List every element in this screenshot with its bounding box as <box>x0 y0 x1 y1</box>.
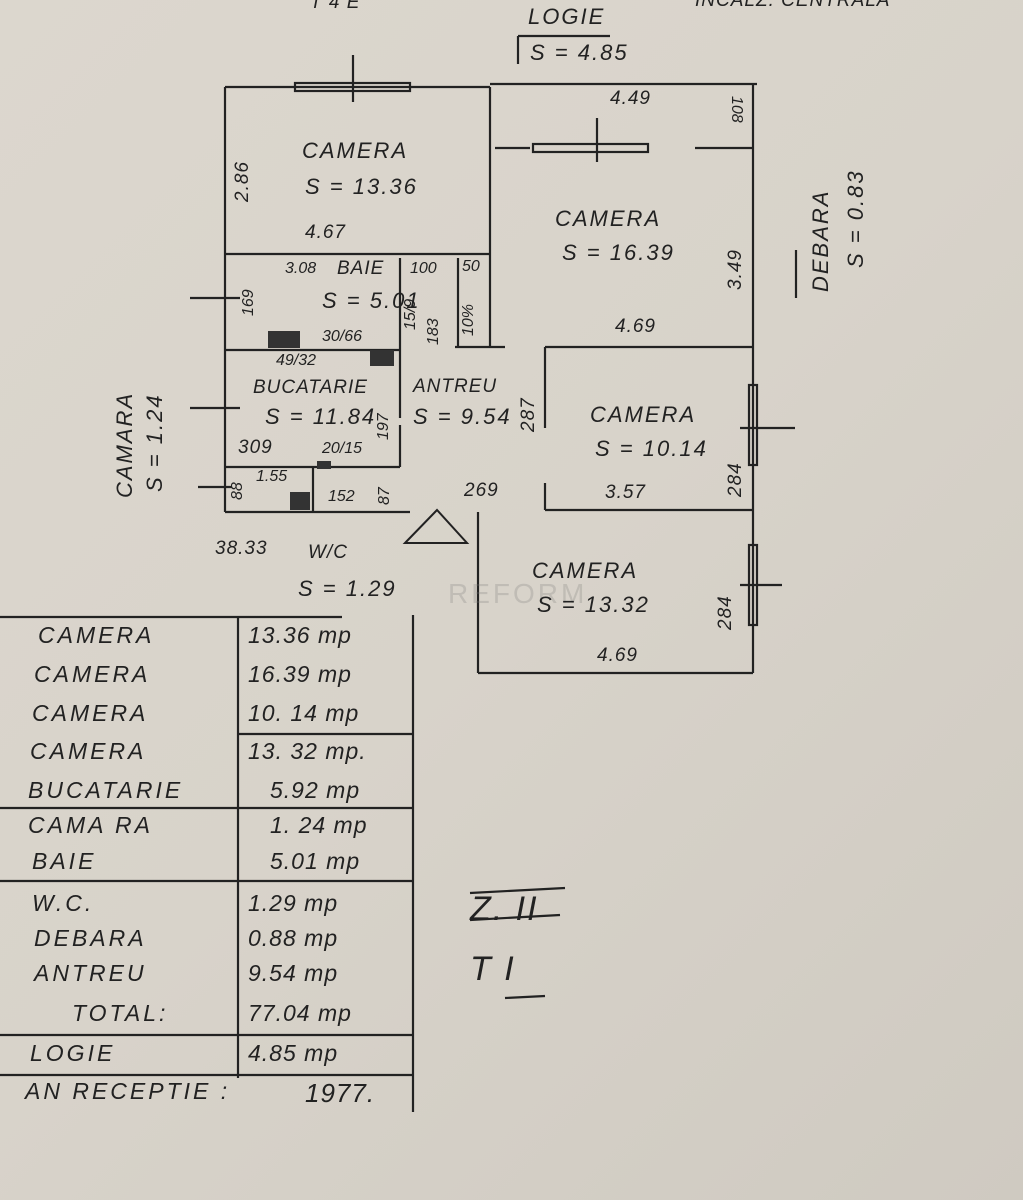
baie-dim-100: 100 <box>410 260 437 277</box>
table-row-name: CAMERA <box>34 661 151 687</box>
table-row-name: TOTAL: <box>72 1000 169 1026</box>
table-row-value: 13. 32 mp. <box>248 738 367 764</box>
table-row-value: 77.04 mp <box>248 1000 352 1026</box>
table-row-value: 10. 14 mp <box>248 700 360 726</box>
baie-dim-183: 183 <box>425 318 442 345</box>
bucatarie-area: S = 11.84 <box>265 404 377 429</box>
camera2-dim-width: 4.69 <box>615 316 656 337</box>
table-row-name: W.C. <box>32 890 95 916</box>
table-row-value: 5.01 mp <box>270 848 361 874</box>
camara-dim-88: 88 <box>229 482 246 500</box>
camera4-dim-height: 284 <box>715 595 736 630</box>
camara-dim-155: 1.55 <box>256 468 288 485</box>
baie-name: BAIE <box>337 258 385 279</box>
table-row-name: BAIE <box>32 848 97 874</box>
debara-area: S = 0.83 <box>843 169 868 268</box>
baie-slope: 10% <box>460 303 477 336</box>
camera4-name: CAMERA <box>532 558 639 583</box>
reception-year-value: 1977. <box>305 1078 376 1108</box>
table-row-name: CAMA RA <box>28 812 153 838</box>
table-row-value: 5.92 mp <box>270 777 361 803</box>
table-row-value: 16.39 mp <box>248 661 352 687</box>
wc-dim-87: 87 <box>376 487 393 505</box>
bucatarie-dim-20-15: 20/15 <box>322 440 363 457</box>
bucatarie-name: BUCATARIE <box>253 377 368 398</box>
baie-dim-308: 3.08 <box>285 260 317 277</box>
camera2-dim-height: 3.49 <box>725 249 746 290</box>
camera1-area: S = 13.36 <box>305 174 418 199</box>
camera4-dim-width: 4.69 <box>597 645 638 666</box>
camera3-area: S = 10.14 <box>595 436 708 461</box>
table-row-name: BUCATARIE <box>28 777 184 803</box>
table-row-name: DEBARA <box>34 925 147 951</box>
camara-name: CAMARA <box>112 391 137 498</box>
header-left-text: Т 4 Е <box>310 0 361 13</box>
camera1-dim-width: 4.67 <box>305 222 346 243</box>
baie-dim-169: 169 <box>240 289 257 316</box>
table-row-name: CAMERA <box>32 700 149 726</box>
camera3-dim-width: 3.57 <box>605 482 646 503</box>
bucatarie-dim-197: 197 <box>375 413 392 440</box>
table-row-value: 13.36 mp <box>248 622 352 648</box>
camera1-name: CAMERA <box>302 138 409 163</box>
table-row-name: LOGIE <box>30 1040 116 1066</box>
camera2-dim-108: 108 <box>728 96 745 123</box>
bucatarie-dim-309: 309 <box>238 437 273 458</box>
table-row-value: 4.85 mp <box>248 1040 339 1066</box>
table-row-name: ANTREU <box>34 960 147 986</box>
wc-area: S = 1.29 <box>298 576 397 601</box>
reception-year-label: AN RECEPTIE : <box>25 1078 231 1104</box>
antreu-name: ANTREU <box>413 376 498 397</box>
debara-name: DEBARA <box>808 189 833 292</box>
table-row-name: CAMERA <box>30 738 147 764</box>
camera1-dim-height: 2.86 <box>232 161 253 202</box>
table-row-value: 9.54 mp <box>248 960 339 986</box>
baie-area: S = 5.01 <box>322 288 421 313</box>
watermark-logo: REFORM <box>448 578 588 609</box>
table-row-value: 1.29 mp <box>248 890 339 916</box>
header-right-text: INCALZ. CENTRALA <box>695 0 891 11</box>
type-mark: T I <box>470 950 516 988</box>
logie-area: S = 4.85 <box>530 40 629 65</box>
antreu-dim-287: 287 <box>518 397 539 432</box>
camera4-area: S = 13.32 <box>537 592 650 617</box>
table-row-value: 0.88 mp <box>248 925 339 951</box>
camera3-name: CAMERA <box>590 402 697 427</box>
camara-area: S = 1.24 <box>142 393 167 492</box>
camera2-dim-top: 4.49 <box>610 88 651 109</box>
zone-mark: Z. II <box>470 890 539 928</box>
wc-dim-152: 152 <box>328 488 355 505</box>
table-row-value: 1. 24 mp <box>270 812 368 838</box>
baie-dim-15-9: 15/9 <box>402 298 419 330</box>
table-row-name: CAMERA <box>38 622 155 648</box>
logie-name: LOGIE <box>528 4 606 29</box>
baie-dim-30-66: 30/66 <box>322 328 363 345</box>
wc-name: W/C <box>308 542 348 563</box>
dimension-38-33: 38.33 <box>215 538 268 559</box>
antreu-dim-269: 269 <box>464 480 499 501</box>
bucatarie-dim-49-32: 49/32 <box>276 352 317 369</box>
camera2-name: CAMERA <box>555 206 662 231</box>
antreu-area: S = 9.54 <box>413 404 512 429</box>
baie-dim-50: 50 <box>462 258 480 275</box>
camera3-dim-height: 284 <box>725 462 746 497</box>
camera2-area: S = 16.39 <box>562 240 675 265</box>
